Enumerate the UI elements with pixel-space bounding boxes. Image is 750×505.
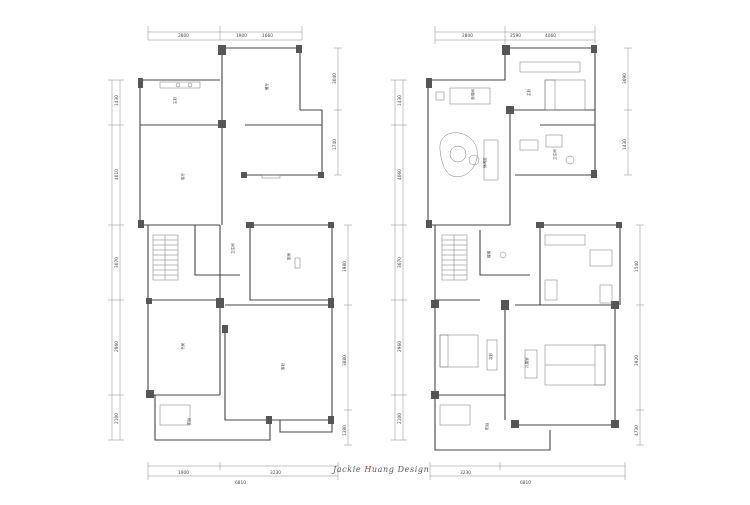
left-staircase xyxy=(152,234,179,281)
right-room-label-7: 儿童房 xyxy=(524,357,529,368)
left-plan-walls xyxy=(139,47,333,441)
left-room-label-4: 卫生间 xyxy=(230,243,235,254)
left-bottom-dim-2: 3230 xyxy=(270,470,281,476)
left-wall-blocks xyxy=(138,45,334,424)
left-room-label-8: 阳台 xyxy=(186,417,191,425)
right-floor-plan xyxy=(391,26,644,480)
left-room-label-5: 厨房 xyxy=(286,252,291,260)
left-side-dim-2: 4010 xyxy=(114,169,120,180)
left-side-dim-4: 2960 xyxy=(114,341,120,352)
left-right-dim-2: 1740 xyxy=(332,139,338,150)
left-right-dim-5: 1380 xyxy=(342,425,348,436)
right-top-dim-3: 4060 xyxy=(545,33,556,39)
left-bottom-dimension-chain xyxy=(147,462,339,480)
left-top-dim-1: 2800 xyxy=(178,33,189,39)
right-wall-blocks xyxy=(426,45,622,428)
signature-suffix: uang Design xyxy=(371,465,430,474)
left-room-label-3: 餐厅 xyxy=(264,82,269,90)
right-right-dim-4: 3920 xyxy=(634,355,640,366)
left-side-dim-1: 1430 xyxy=(114,95,120,106)
signature-accent-letter: H xyxy=(364,465,372,474)
left-room-label-1: 主卧 xyxy=(172,96,177,104)
right-top-dimension-chain xyxy=(434,26,596,44)
left-top-dimension-chain xyxy=(147,26,303,41)
left-top-dim-3: 1660 xyxy=(262,33,273,39)
master-bed xyxy=(544,79,586,111)
right-bottom-dimension-chain xyxy=(429,462,626,480)
left-room-label-6: 书房 xyxy=(180,342,185,350)
left-right-dim-1: 3040 xyxy=(332,73,338,84)
right-top-dim-2: 2590 xyxy=(510,33,521,39)
left-room-label-2: 客厅 xyxy=(180,172,185,180)
right-room-label-5: 楼梯 xyxy=(486,250,491,258)
right-room-label-8: 阳台 xyxy=(484,422,489,430)
right-bottom-dim-2: 6810 xyxy=(520,480,531,486)
left-floor-plan xyxy=(108,26,352,480)
right-room-label-2: 主卧 xyxy=(526,88,531,96)
right-room-label-6: 次卧 xyxy=(488,352,493,360)
right-left-dim-5: 2100 xyxy=(397,413,403,424)
right-bottom-dim-1: 3230 xyxy=(460,470,471,476)
designer-signature: Jackie Huang Design xyxy=(333,465,429,474)
second-bed xyxy=(439,334,479,368)
right-plan-walls xyxy=(427,47,621,451)
right-furniture xyxy=(435,61,613,426)
left-bottom-dim-3: 6810 xyxy=(235,480,246,486)
right-top-dim-1: 2800 xyxy=(462,33,473,39)
right-right-dimension-chain xyxy=(624,47,644,446)
left-side-dimension-chain xyxy=(108,79,124,441)
left-side-dim-5: 2100 xyxy=(114,413,120,424)
room-labels: 主卧 客厅 餐厅 卫生间 厨房 书房 客卧 阳台 衣帽间 主卧 卫生间 休闲区 … xyxy=(172,82,557,430)
right-left-dim-2: 4060 xyxy=(397,169,403,180)
lounge-sofa xyxy=(439,132,478,178)
right-room-label-4: 休闲区 xyxy=(482,157,487,168)
right-left-dim-1: 1430 xyxy=(397,95,403,106)
left-right-dim-4: 3880 xyxy=(342,355,348,366)
right-left-dimension-chain xyxy=(391,79,407,441)
dimension-labels: 2800 1900 1660 1900 3230 6810 1430 4010 … xyxy=(114,33,640,486)
left-room-label-7: 客卧 xyxy=(280,362,285,370)
left-side-dim-3: 3070 xyxy=(114,257,120,268)
right-side-dimension-chain-left-plan xyxy=(334,47,352,446)
left-top-dim-2: 1900 xyxy=(236,33,247,39)
signature-prefix: Jackie xyxy=(333,465,365,474)
right-room-label-3: 卫生间 xyxy=(552,149,557,160)
right-right-dim-2: 1430 xyxy=(622,139,628,150)
right-left-dim-4: 2960 xyxy=(397,341,403,352)
left-bottom-dim-1: 1900 xyxy=(178,470,189,476)
right-right-dim-3: 1540 xyxy=(634,261,640,272)
right-right-dim-1: 3690 xyxy=(622,73,628,84)
right-right-dim-5: 4730 xyxy=(634,425,640,436)
right-left-dim-3: 3070 xyxy=(397,257,403,268)
right-staircase xyxy=(441,234,468,281)
left-right-dim-3: 1980 xyxy=(342,261,348,272)
right-room-label-1: 衣帽间 xyxy=(470,89,475,100)
left-fixtures xyxy=(159,81,301,426)
